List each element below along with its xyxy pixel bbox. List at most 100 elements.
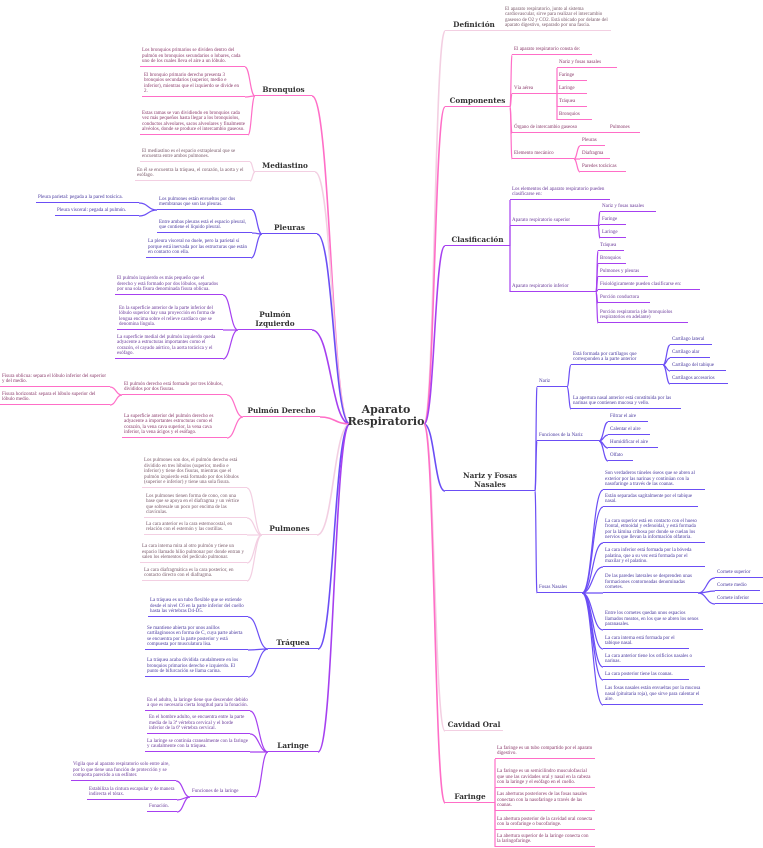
detail-node[interactable]: Tráquea <box>557 99 587 107</box>
detail-node[interactable]: Pulmones y pleuras <box>598 269 648 277</box>
subtopic-node[interactable]: Aparato respiratorio inferior <box>510 284 596 292</box>
detail-node[interactable]: Bronquios <box>598 256 626 264</box>
detail-node[interactable]: La cara superior está en contacto con el… <box>603 519 705 543</box>
detail-node[interactable]: Fonación. <box>147 804 177 812</box>
subtopic-node[interactable]: Los pulmones están envueltos por dos mem… <box>157 197 252 210</box>
subtopic-node[interactable]: La faringe es un semicilindro musculofas… <box>495 769 595 788</box>
detail-node[interactable]: Laringe <box>557 86 587 94</box>
subtopic-node[interactable]: Aparato respiratorio superior <box>510 218 598 226</box>
subtopic-node[interactable]: Estas ramas se van dividiendo en bronqui… <box>140 111 248 135</box>
subtopic-node[interactable]: La faringe es un tubo compartido por el … <box>495 746 595 759</box>
subtopic-node[interactable]: Los pulmones son dos, el pulmón derecho … <box>142 458 247 488</box>
topic-clasificacion[interactable]: Clasificación <box>445 235 510 246</box>
subtopic-node[interactable]: La abertura superior de la laringe conec… <box>495 834 595 847</box>
detail-node[interactable]: Olfato <box>608 453 633 461</box>
subtopic-node[interactable]: El bronquio primario derecho presenta 3 … <box>142 73 245 97</box>
subtopic-node[interactable]: En el hombre adulto, se encuentra entre … <box>147 715 250 734</box>
topic-traquea[interactable]: Tráquea <box>268 638 318 649</box>
detail-node[interactable]: Vigila que al aparato respiratorio solo … <box>71 762 176 781</box>
detail-node[interactable]: De las paredes laterales se desprenden u… <box>603 574 698 593</box>
subtopic-node[interactable]: La abertura posterior de la cavidad oral… <box>495 817 595 830</box>
topic-cavidad-oral[interactable]: Cavidad Oral <box>445 720 503 731</box>
subtopic-node[interactable]: En él se encuentra la tráquea, el corazó… <box>135 168 250 181</box>
detail-node[interactable]: Cartílago lateral <box>670 337 712 345</box>
subtopic-node[interactable]: La tráquea es un tubo flexible que se ex… <box>148 598 248 617</box>
detail-node[interactable]: Cartílagos accesorios <box>670 376 728 384</box>
topic-pulmones[interactable]: Pulmones <box>262 524 317 535</box>
subtopic-node[interactable]: La tráquea acaba dividida caudalmente en… <box>145 658 248 677</box>
subtopic-node[interactable]: Nariz <box>537 379 567 387</box>
detail-node[interactable]: Pleura parietal: pegada a la pared torác… <box>36 195 139 203</box>
topic-pulmon-izquierdo[interactable]: Pulmón Izquierdo <box>238 310 312 330</box>
detail-node[interactable]: Fisura oblicua: separa el lóbulo inferio… <box>0 374 110 387</box>
subtopic-node[interactable]: El aparato respiratorio, junto al sistem… <box>503 7 611 31</box>
subtopic-node[interactable]: En el adulto, la laringe tiene que desce… <box>145 698 250 711</box>
subtopic-node[interactable]: La superficie anterior del pulmón derech… <box>122 414 227 438</box>
subtopic-node[interactable]: Elemento mecánico <box>512 151 574 159</box>
detail-node[interactable]: Fisura horizontal: separa el lóbulo supe… <box>0 392 110 405</box>
subtopic-node[interactable]: El aparato respiratorio consta de: <box>512 47 592 55</box>
topic-pulmon-derecho[interactable]: Pulmón Derecho <box>243 406 320 417</box>
detail-node[interactable]: La cara anterior tiene los orificios nas… <box>603 654 705 667</box>
subtopic-node[interactable]: La cara diafragmática es la cara posteri… <box>142 568 247 581</box>
detail-node[interactable]: La cara interna está formada por el tabi… <box>603 636 689 649</box>
detail-node[interactable]: Cartílago del tabique <box>670 363 726 371</box>
topic-mediastino[interactable]: Mediastino <box>255 161 315 172</box>
detail-node[interactable]: Laringe <box>600 230 626 238</box>
detail-node[interactable]: Está formada por cartílagos que correspo… <box>571 352 663 365</box>
subtopic-node[interactable]: Las aberturas posteriores de las fosas n… <box>495 792 595 811</box>
detail-node[interactable]: Pulmones <box>608 125 640 133</box>
subtopic-node[interactable]: La superficie medial del pulmón izquierd… <box>115 335 223 359</box>
detail-node[interactable]: Las fosas nasales están envueltas por la… <box>603 686 703 705</box>
topic-laringe[interactable]: Laringe <box>268 741 318 752</box>
detail-node[interactable]: Tráquea <box>598 243 624 251</box>
subtopic-node[interactable]: El pulmón derecho está formado por tres … <box>122 382 227 395</box>
detail-node[interactable]: Pleuras <box>580 138 605 146</box>
subtopic-node[interactable]: Funciones de la laringe <box>190 789 255 797</box>
topic-componentes[interactable]: Componentes <box>445 96 510 107</box>
topic-pleuras[interactable]: Pleuras <box>262 223 317 234</box>
detail-node[interactable]: La cara posterior tiene las coanas. <box>603 672 689 680</box>
subtopic-node[interactable]: La cara anterior es la cara esternocosta… <box>144 522 247 535</box>
detail-node[interactable]: La apertura nasal anterior está constitu… <box>571 396 681 409</box>
central-topic[interactable]: Aparato Respiratorio <box>347 403 425 428</box>
detail-node[interactable]: Fisiológicamente pueden clasificarse en: <box>598 282 700 290</box>
detail-node[interactable]: Diafragma <box>580 151 610 159</box>
detail-node[interactable]: Estabiliza la cintura escapular y de man… <box>87 787 177 800</box>
subtopic-node[interactable]: El pulmón izquierdo es más pequeño que e… <box>115 276 223 295</box>
detail-node[interactable]: Cornete inferior <box>715 596 763 604</box>
subtopic-node[interactable]: Se mantiene abierta por unos anillos car… <box>145 626 248 650</box>
detail-node[interactable]: Faringe <box>600 217 626 225</box>
detail-node[interactable]: Cartílago alar <box>670 350 710 358</box>
detail-node[interactable]: Humidificar el aire <box>608 440 658 448</box>
subtopic-node[interactable]: Los elementos del aparato respiratorio p… <box>510 187 610 200</box>
subtopic-node[interactable]: Órgano de intercambio gaseoso <box>512 125 608 133</box>
subtopic-node[interactable]: Fosas Nasales <box>537 585 582 593</box>
detail-node[interactable]: Están separadas sagitalmente por el tabi… <box>603 494 698 507</box>
detail-node[interactable]: La cara inferior está formada por la bóv… <box>603 548 705 567</box>
detail-node[interactable]: Bronquios <box>557 112 592 120</box>
detail-node[interactable]: Porción conductora <box>598 295 650 303</box>
topic-nariz-fosas-nasales[interactable]: Nariz y Fosas Nasales <box>445 471 535 491</box>
detail-node[interactable]: Cornete medio <box>715 583 760 591</box>
detail-node[interactable]: Entre los cornetes quedan unos espacios … <box>603 611 703 630</box>
topic-bronquios[interactable]: Bronquios <box>255 85 312 96</box>
detail-node[interactable]: Filtrar el aire <box>608 414 648 422</box>
topic-definicion[interactable]: Definición <box>445 20 503 31</box>
detail-node[interactable]: Paredes torácicas <box>580 164 626 172</box>
subtopic-node[interactable]: La cara interna mira al otro pulmón y ti… <box>140 544 247 563</box>
subtopic-node[interactable]: La pleura visceral no duele, pero la par… <box>146 239 251 258</box>
subtopic-node[interactable]: El mediastino es el espacio extrapleural… <box>140 149 250 162</box>
subtopic-node[interactable]: Los bronquios primarios se dividen dentr… <box>140 48 245 67</box>
subtopic-node[interactable]: Funciones de la Nariz <box>537 433 599 441</box>
subtopic-node[interactable]: Entre ambas pleuras está el espacio pleu… <box>157 220 252 233</box>
subtopic-node[interactable]: Los pulmones tienen forma de cono, con u… <box>144 494 247 518</box>
subtopic-node[interactable]: Vía aérea <box>512 86 557 94</box>
detail-node[interactable]: Calentar el aire <box>608 427 650 435</box>
detail-node[interactable]: Faringe <box>557 73 587 81</box>
detail-node[interactable]: Pleura visceral: pegada al pulmón. <box>55 208 139 216</box>
subtopic-node[interactable]: La laringe se continúa cranealmente con … <box>145 739 250 752</box>
subtopic-node[interactable]: En la superficie anterior de la parte in… <box>117 306 223 330</box>
detail-node[interactable]: Son verdaderos túneles óseos que se abre… <box>603 471 705 490</box>
detail-node[interactable]: Nariz y fosas nasales <box>557 60 617 68</box>
